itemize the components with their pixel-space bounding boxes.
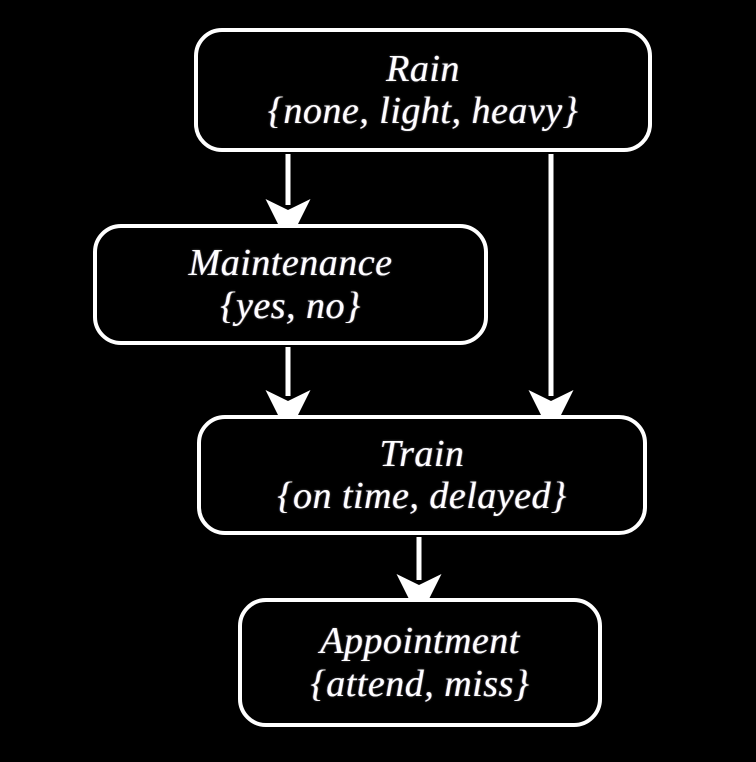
node-rain-title: Rain <box>386 47 460 90</box>
node-appointment-states: {attend, miss} <box>310 662 530 705</box>
node-appointment[interactable]: Appointment {attend, miss} <box>238 598 602 727</box>
node-maintenance[interactable]: Maintenance {yes, no} <box>93 224 488 345</box>
node-rain[interactable]: Rain {none, light, heavy} <box>194 28 652 152</box>
node-appointment-title: Appointment <box>320 620 520 663</box>
node-maintenance-title: Maintenance <box>188 242 393 285</box>
node-train-title: Train <box>379 432 465 475</box>
node-train-states: {on time, delayed} <box>277 475 567 517</box>
node-maintenance-states: {yes, no} <box>220 284 361 327</box>
node-train[interactable]: Train {on time, delayed} <box>197 415 647 535</box>
node-rain-states: {none, light, heavy} <box>267 90 579 132</box>
